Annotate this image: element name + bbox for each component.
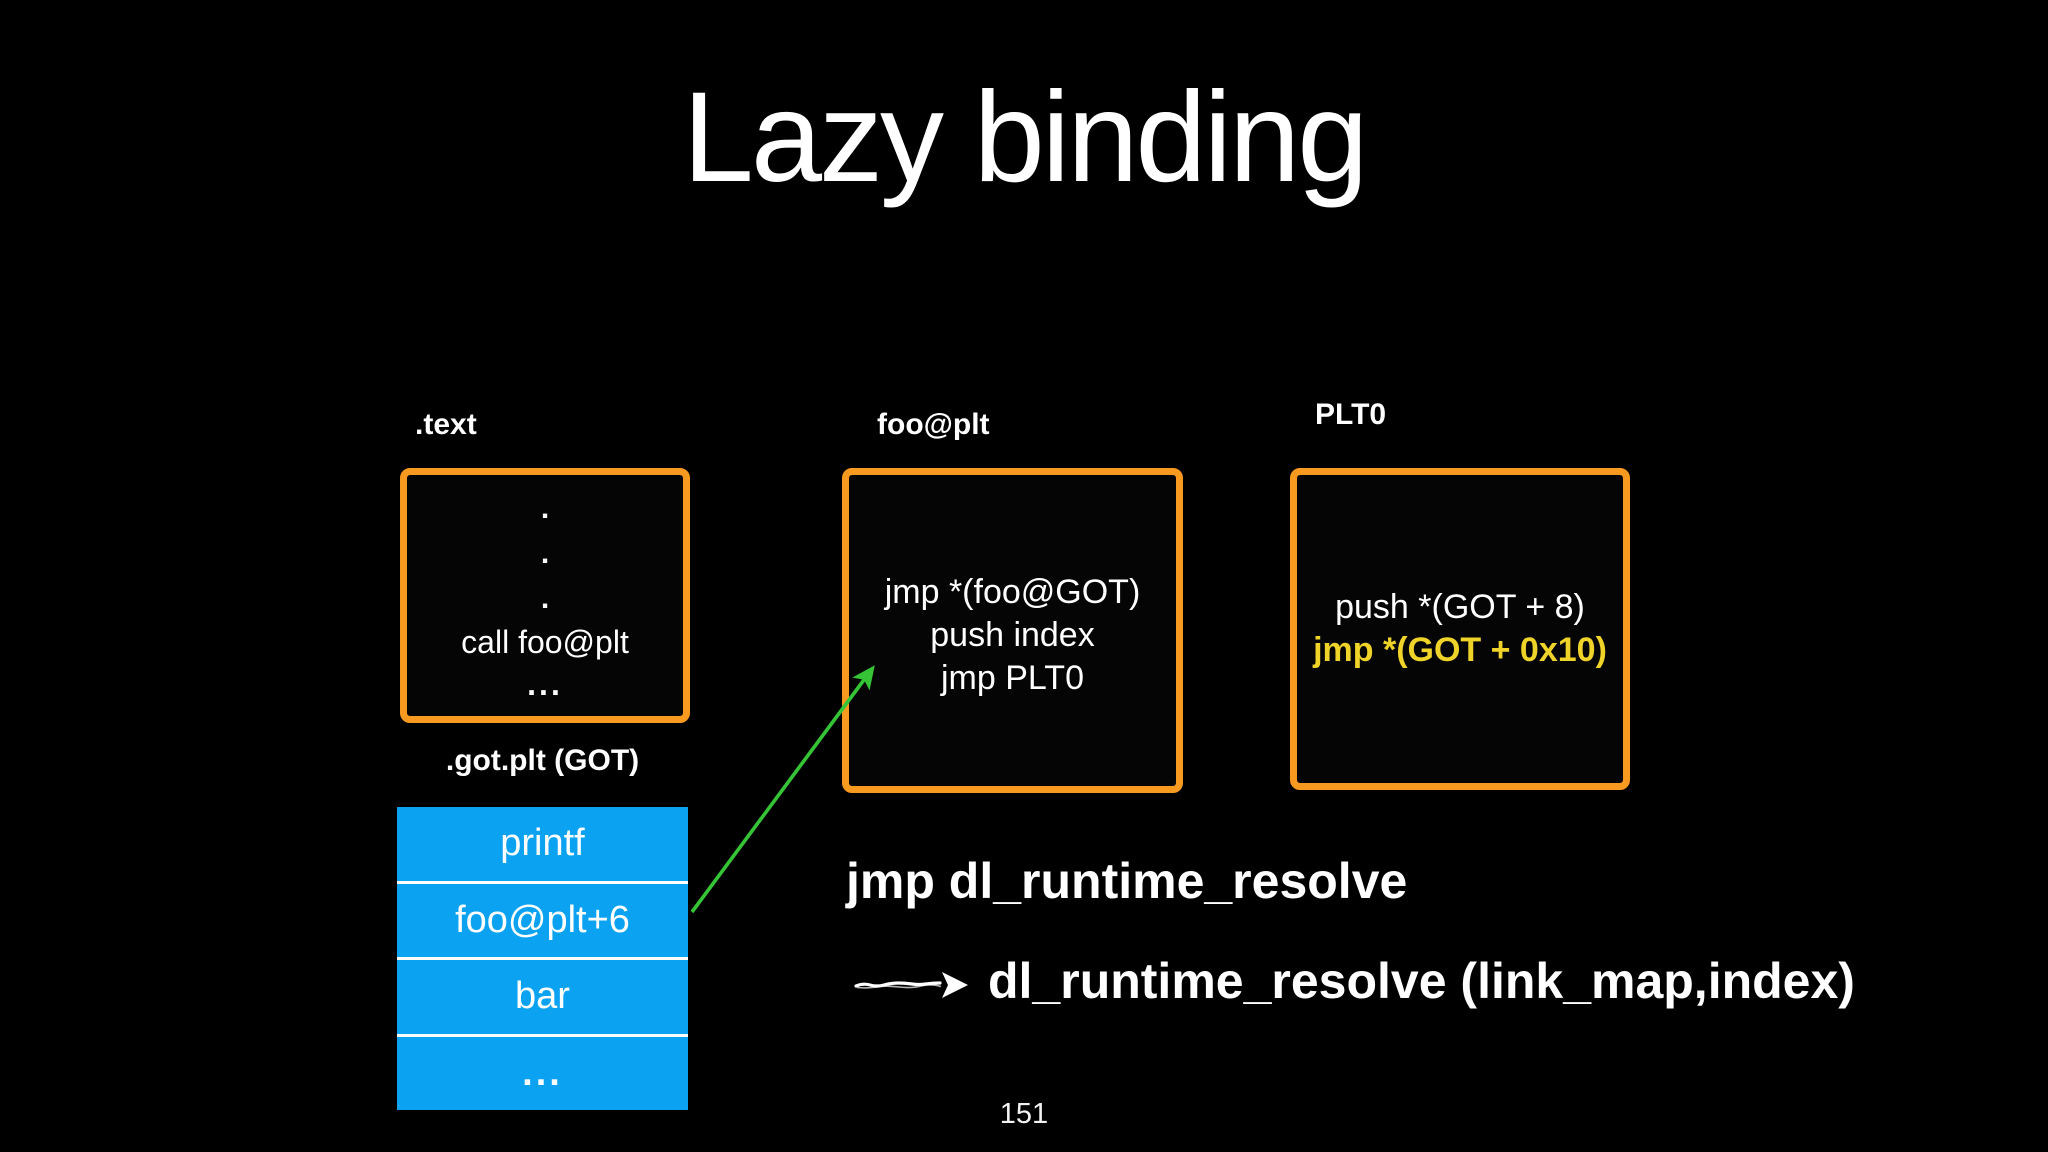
dl-runtime-resolve-call-text: dl_runtime_resolve (link_map,index) bbox=[988, 953, 1855, 1009]
slide-title: Lazy binding bbox=[682, 66, 1369, 209]
jmp-dl-runtime-resolve-text: jmp dl_runtime_resolve bbox=[846, 853, 1408, 909]
got-entry-foo-plt-6: foo@plt+6 bbox=[397, 884, 688, 960]
got-section-label: .got.plt (GOT) bbox=[445, 744, 640, 777]
foo-plt-box: jmp *(foo@GOT) push index jmp PLT0 bbox=[842, 468, 1183, 793]
got-entry-bar: bar bbox=[397, 960, 688, 1037]
vertical-dot: . bbox=[540, 537, 550, 570]
call-foo-plt-instruction: call foo@plt bbox=[461, 624, 629, 660]
foo-plt-label: foo@plt bbox=[877, 408, 990, 441]
jmp-got10-instruction-highlighted: jmp *(GOT + 0x10) bbox=[1313, 631, 1607, 669]
vertical-dot: . bbox=[540, 492, 550, 525]
page-number: 151 bbox=[999, 1098, 1049, 1130]
text-section-box: . . . call foo@plt ... bbox=[400, 468, 690, 723]
jmp-foo-got-instruction: jmp *(foo@GOT) bbox=[884, 573, 1141, 611]
ellipsis: ... bbox=[527, 666, 563, 702]
plt0-box: push *(GOT + 8) jmp *(GOT + 0x10) bbox=[1290, 468, 1630, 790]
resolve-flow-arrow-icon bbox=[854, 972, 968, 998]
push-got8-instruction: push *(GOT + 8) bbox=[1335, 588, 1585, 626]
vertical-dot: . bbox=[540, 582, 550, 615]
plt0-label: PLT0 bbox=[1315, 398, 1387, 431]
got-table: printf foo@plt+6 bar ... bbox=[397, 807, 688, 1110]
jmp-plt0-instruction: jmp PLT0 bbox=[941, 659, 1084, 697]
got-entry-printf: printf bbox=[397, 807, 688, 884]
got-entry-ellipsis: ... bbox=[522, 1051, 563, 1094]
push-index-instruction: push index bbox=[930, 616, 1095, 654]
text-section-label: .text bbox=[415, 408, 477, 441]
